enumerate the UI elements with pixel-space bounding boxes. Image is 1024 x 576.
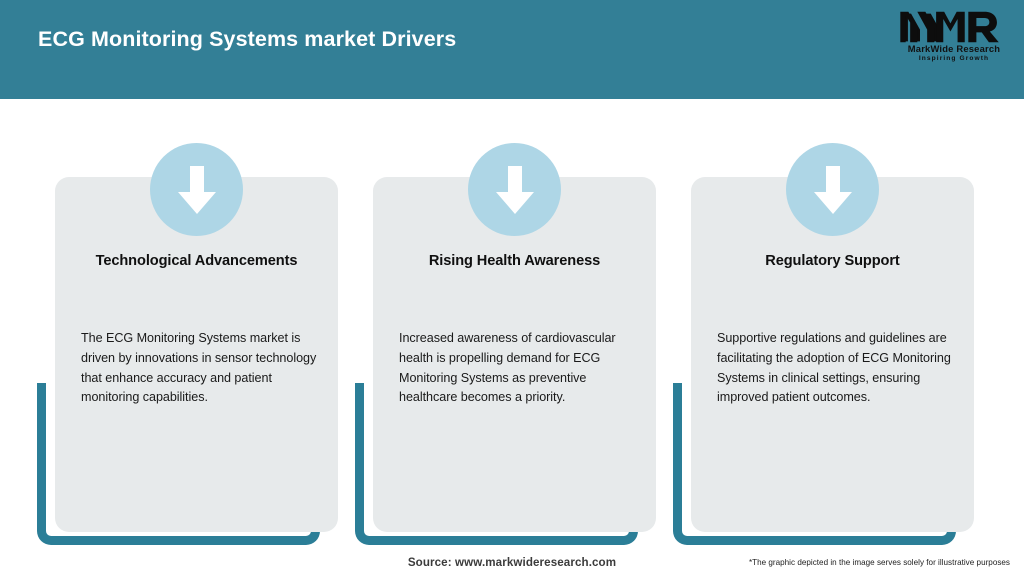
logo-company-name: MarkWide Research bbox=[907, 43, 1001, 54]
logo-tagline: Inspiring Growth bbox=[918, 55, 990, 62]
disclaimer-note: *The graphic depicted in the image serve… bbox=[748, 558, 1010, 567]
down-arrow-icon bbox=[150, 143, 243, 236]
driver-card[interactable]: Rising Health Awareness Increased awaren… bbox=[373, 177, 656, 532]
down-arrow-icon bbox=[786, 143, 879, 236]
driver-column-2: Rising Health Awareness Increased awaren… bbox=[355, 0, 673, 576]
down-arrow-icon bbox=[468, 143, 561, 236]
header-band bbox=[0, 0, 1024, 99]
driver-description: Supportive regulations and guidelines ar… bbox=[717, 331, 951, 405]
page-title: ECG Monitoring Systems market Drivers bbox=[38, 27, 457, 51]
driver-title: Technological Advancements bbox=[95, 253, 298, 269]
mwr-monogram-icon bbox=[900, 10, 1008, 44]
driver-card[interactable]: Regulatory Support Supportive regulation… bbox=[691, 177, 974, 532]
driver-title: Rising Health Awareness bbox=[428, 253, 601, 269]
brand-logo: MarkWide Research Inspiring Growth bbox=[900, 10, 1008, 72]
driver-card[interactable]: Technological Advancements The ECG Monit… bbox=[55, 177, 338, 532]
source-label: Source: www.markwideresearch.com bbox=[407, 556, 617, 569]
driver-title: Regulatory Support bbox=[765, 253, 900, 269]
driver-description: The ECG Monitoring Systems market is dri… bbox=[81, 331, 317, 405]
driver-column-3: Regulatory Support Supportive regulation… bbox=[673, 0, 991, 576]
driver-description: Increased awareness of cardiovascular he… bbox=[399, 331, 616, 405]
driver-column-1: Technological Advancements The ECG Monit… bbox=[37, 0, 355, 576]
